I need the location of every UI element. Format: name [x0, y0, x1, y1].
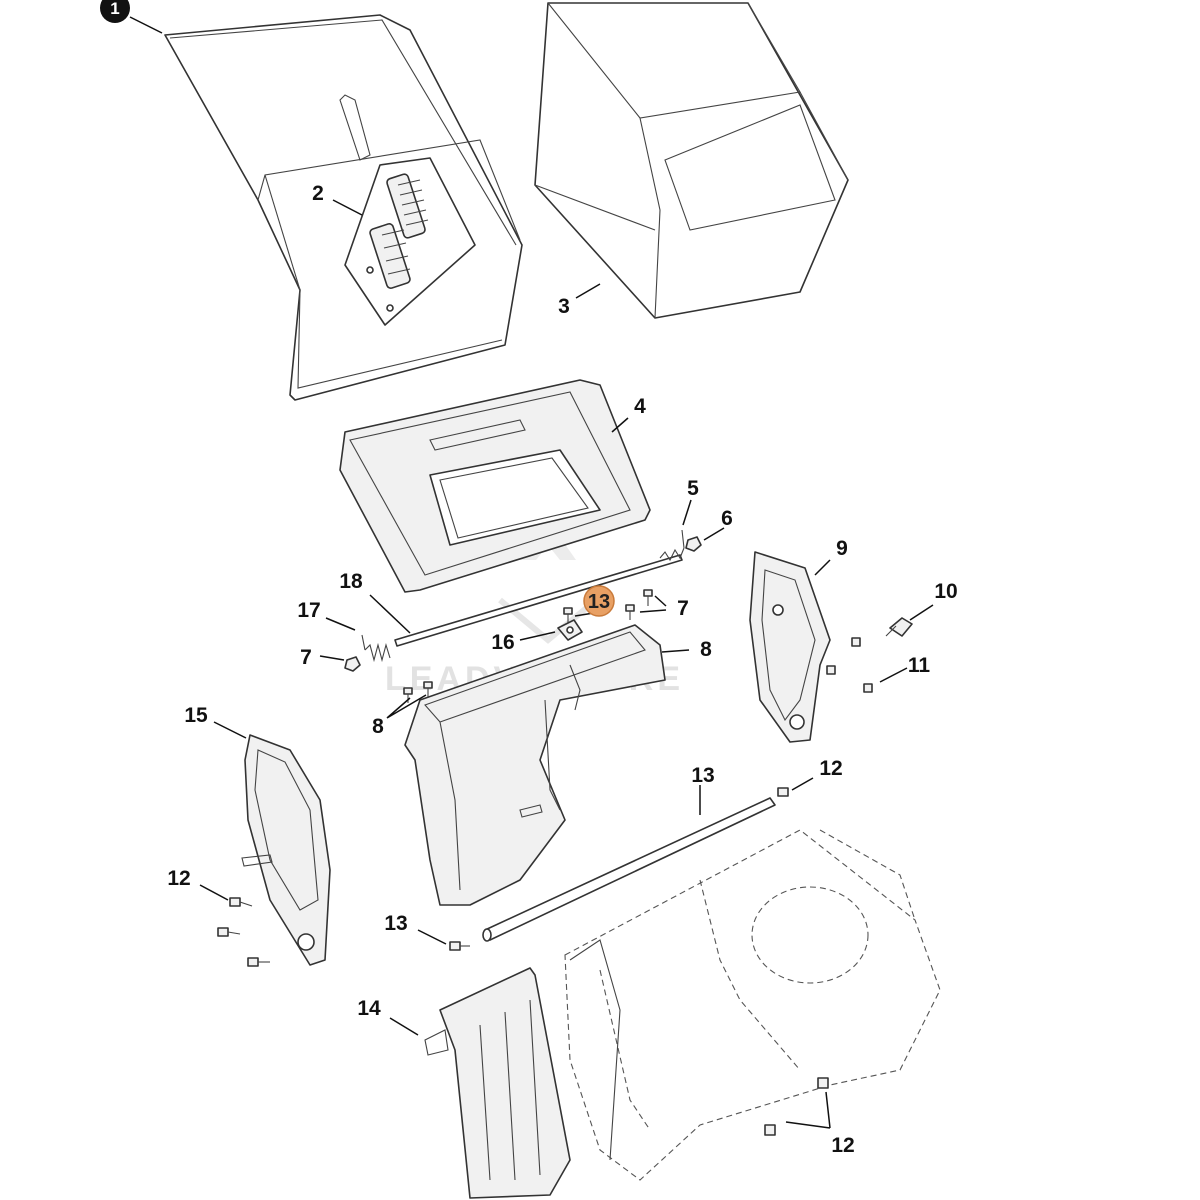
- callout-12-bottom[interactable]: 12: [831, 1134, 854, 1157]
- part-11-bolts[interactable]: [826, 637, 873, 693]
- callout-13-highlight[interactable]: 13: [583, 585, 615, 617]
- part-17-spring[interactable]: [361, 634, 391, 663]
- part-16-bracket[interactable]: [557, 619, 583, 641]
- callout-6[interactable]: 6: [721, 507, 733, 530]
- callout-8-right[interactable]: 8: [700, 638, 712, 661]
- callout-9[interactable]: 9: [836, 537, 848, 560]
- callout-10[interactable]: 10: [934, 580, 957, 603]
- part-8-chute-housing[interactable]: [404, 624, 666, 906]
- part-2-handle-clip[interactable]: [344, 157, 476, 326]
- callout-3[interactable]: 3: [558, 295, 570, 318]
- part-12-screw-top[interactable]: [777, 787, 789, 797]
- part-13-long-rod[interactable]: [482, 797, 776, 942]
- part-12-bolts-deck[interactable]: [764, 1077, 829, 1136]
- callout-12-top[interactable]: 12: [819, 757, 842, 780]
- callout-11[interactable]: 11: [908, 654, 931, 677]
- callout-5[interactable]: 5: [687, 477, 699, 500]
- leader-lines: [129, 16, 934, 1129]
- part-12-bolts-left[interactable]: [217, 897, 270, 967]
- callout-7-right[interactable]: 7: [677, 597, 689, 620]
- callout-13-highlighted: 13: [588, 591, 610, 613]
- callout-2[interactable]: 2: [312, 182, 324, 205]
- callout-15[interactable]: 15: [184, 704, 208, 727]
- part-10-clip[interactable]: [885, 617, 913, 637]
- callout-14[interactable]: 14: [357, 997, 381, 1020]
- part-18-hinge-rod[interactable]: [394, 554, 683, 647]
- part-4-rear-cover[interactable]: [339, 379, 651, 593]
- part-15-side-plate-left[interactable]: [241, 734, 331, 966]
- callout-13-screw[interactable]: 13: [384, 912, 407, 935]
- part-8-screws[interactable]: [403, 681, 433, 703]
- callout-12-left[interactable]: 12: [167, 867, 190, 890]
- part-7-nut[interactable]: [344, 656, 361, 672]
- part-3-fabric-bag[interactable]: [534, 2, 849, 319]
- part-1-bag-frame[interactable]: [164, 14, 523, 401]
- callout-1-badge[interactable]: 1: [100, 0, 130, 23]
- callout-16[interactable]: 16: [491, 631, 514, 654]
- mower-deck-reference[interactable]: [564, 829, 941, 1181]
- callout-1: 1: [110, 0, 119, 18]
- part-5-spring[interactable]: [659, 529, 685, 562]
- part-13-screw[interactable]: [449, 941, 470, 951]
- part-14-mulch-plug[interactable]: [424, 967, 571, 1199]
- callout-18[interactable]: 18: [339, 570, 363, 593]
- callout-17[interactable]: 17: [297, 599, 320, 622]
- part-7-screws[interactable]: [625, 589, 653, 620]
- part-9-side-plate-right[interactable]: [749, 551, 831, 743]
- callout-7-left[interactable]: 7: [300, 646, 312, 669]
- callout-8-left[interactable]: 8: [372, 715, 384, 738]
- part-6-nut[interactable]: [685, 536, 702, 552]
- callout-13-rod[interactable]: 13: [691, 764, 714, 787]
- callout-4[interactable]: 4: [634, 395, 646, 418]
